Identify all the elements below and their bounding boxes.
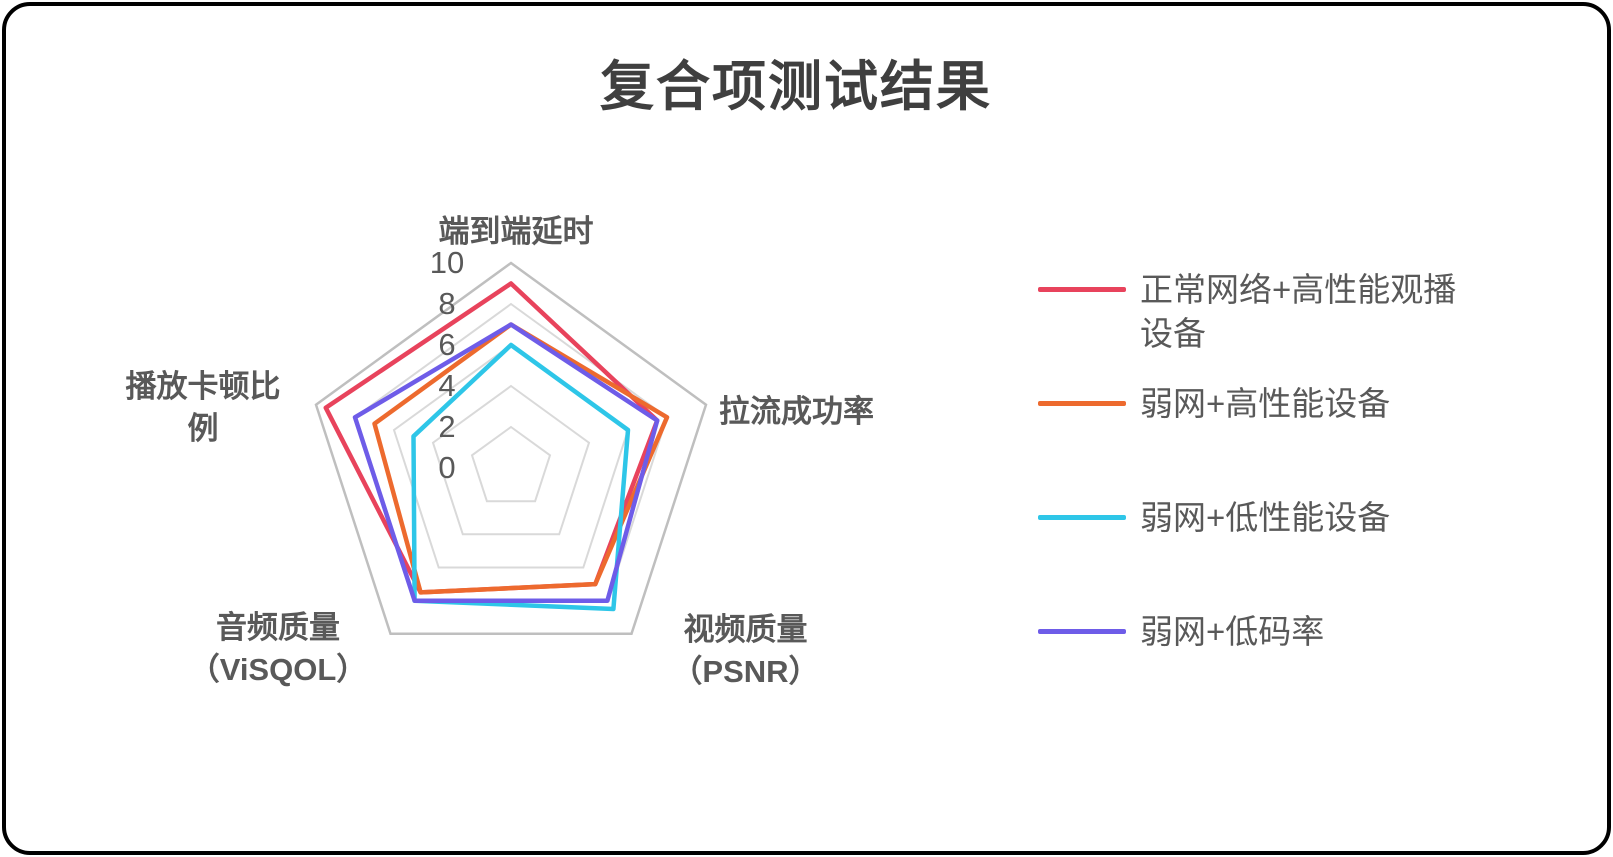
radial-tick: 2: [438, 409, 456, 444]
axis-label-latency: 端到端延时: [438, 214, 594, 249]
radar-gridline-2: [470, 425, 552, 503]
legend-item: 弱网+低性能设备: [1038, 496, 1390, 540]
radar-gridline-4: [431, 384, 591, 536]
axis-label-audio-quality: 音频质量 （ViSQOL）: [188, 610, 368, 687]
radial-axis-ticks: 10 8 6 4 2 0: [418, 243, 476, 488]
radial-tick: 6: [438, 327, 456, 362]
legend-swatch: [1038, 401, 1126, 406]
legend-swatch: [1038, 515, 1126, 520]
legend-item: 弱网+低码率: [1038, 610, 1324, 654]
radar-gridline-10: [314, 261, 708, 636]
radial-tick: 4: [438, 368, 456, 403]
radial-tick: 8: [438, 286, 456, 321]
radial-tick: 0: [438, 450, 456, 485]
legend-label: 弱网+低码率: [1140, 613, 1325, 650]
legend-label: 弱网+高性能设备: [1140, 385, 1391, 422]
radial-tick: 10: [429, 245, 465, 280]
legend-swatch: [1038, 287, 1126, 292]
legend-item: 弱网+高性能设备: [1038, 382, 1390, 426]
radar-series-1: [372, 322, 670, 595]
radar-series-0: [323, 281, 660, 595]
radar-series-2: [411, 342, 631, 612]
legend-label: 弱网+低性能设备: [1140, 499, 1391, 536]
legend-label: 正常网络+高性能观播设备: [1140, 271, 1457, 352]
legend-swatch: [1038, 629, 1126, 634]
axis-label-stutter-ratio: 播放卡顿比 例: [125, 369, 281, 446]
axis-label-video-quality: 视频质量 （PSNR）: [671, 612, 820, 689]
legend-item: 正常网络+高性能观播设备: [1038, 268, 1485, 355]
radar-series-3: [352, 322, 660, 603]
axis-label-pull-success: 拉流成功率: [719, 394, 874, 429]
chart-title: 复合项测试结果: [600, 57, 992, 117]
radar-chart: [314, 261, 708, 636]
chart-legend: 正常网络+高性能观播设备 弱网+高性能设备 弱网+低性能设备 弱网+低码率: [1038, 268, 1578, 738]
